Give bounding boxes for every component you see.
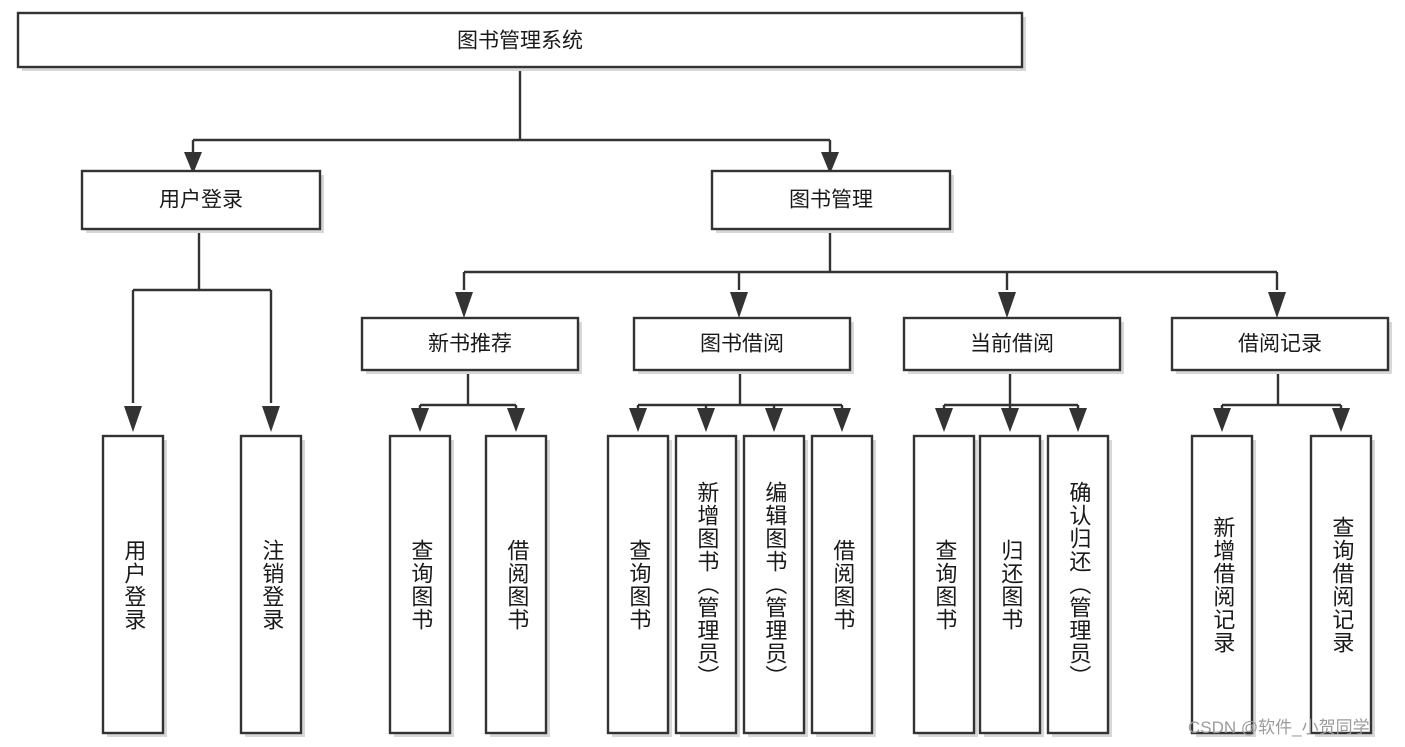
level2-node-box-book-manage[interactable]	[710, 169, 952, 231]
arrow-to-leaf-query-book-3	[935, 408, 953, 432]
level2-node-box-user-login[interactable]	[80, 169, 322, 231]
leaf-node-box-add-book[interactable]	[674, 434, 738, 735]
level3-node-label-new-book-recommend: 新书推荐	[428, 333, 512, 356]
arrow-to-borrow-record	[1268, 292, 1286, 318]
arrow-to-book-manage	[821, 152, 839, 174]
level3-node-label-current-borrow: 当前借阅	[970, 333, 1054, 356]
connector-bookmanage-bus	[462, 233, 1279, 290]
arrow-to-leaf-user-login	[124, 406, 142, 432]
connector-layer	[124, 68, 1350, 432]
connector-borrow-bus	[636, 372, 844, 412]
connector-recommend-bus	[418, 372, 518, 412]
leaf-node-box-query-book-2[interactable]	[606, 434, 670, 735]
watermark-text: CSDN @软件_小贺同学	[1188, 718, 1370, 737]
leaf-node-box-add-record[interactable]	[1190, 434, 1254, 735]
level3-node-label-book-borrow: 图书借阅	[700, 333, 784, 356]
arrow-to-leaf-add-book	[697, 408, 715, 432]
leaf-node-box-confirm-return[interactable]	[1046, 434, 1110, 735]
level2-node-label-user-login: 用户登录	[159, 189, 243, 212]
arrow-to-leaf-query-record	[1332, 408, 1350, 432]
arrow-to-leaf-add-record	[1213, 408, 1231, 432]
leaf-node-box-query-book-1[interactable]	[388, 434, 452, 735]
level3-node-box-new-book-recommend[interactable]	[360, 316, 580, 372]
root-node-label: 图书管理系统	[457, 30, 583, 53]
connector-root-bus	[191, 68, 832, 160]
arrow-to-leaf-edit-book	[765, 408, 783, 432]
leaf-node-box-logout[interactable]	[239, 434, 303, 735]
leaf-node-box-query-record[interactable]	[1309, 434, 1373, 735]
arrow-to-leaf-query-book-1	[411, 408, 429, 432]
leaf-node-box-borrow-book-2[interactable]	[810, 434, 874, 735]
level3-node-box-borrow-record[interactable]	[1170, 316, 1390, 372]
node-layer: 图书管理系统 用户登录 图书管理 新书推荐 图书借阅 当前借阅	[16, 11, 1392, 737]
level3-node-label-borrow-record: 借阅记录	[1238, 333, 1322, 356]
arrow-to-leaf-return-book	[1001, 408, 1019, 432]
connector-userlogin-bus	[131, 233, 273, 403]
arrow-to-new-book-recommend	[455, 292, 473, 318]
root-node-box[interactable]	[16, 11, 1024, 69]
level3-node-box-current-borrow[interactable]	[902, 316, 1122, 372]
leaf-node-box-query-book-3[interactable]	[912, 434, 976, 735]
arrow-to-book-borrow	[730, 292, 748, 318]
arrow-to-current-borrow	[998, 292, 1016, 318]
arrow-to-leaf-logout	[262, 406, 280, 432]
connector-current-bus	[942, 372, 1080, 412]
arrow-to-leaf-confirm-return	[1069, 408, 1087, 432]
arrow-to-user-login	[184, 152, 202, 174]
arrow-to-leaf-borrow-book-2	[833, 408, 851, 432]
leaf-node-box-edit-book[interactable]	[742, 434, 806, 735]
level2-node-label-book-manage: 图书管理	[789, 189, 873, 212]
arrow-to-leaf-query-book-2	[629, 408, 647, 432]
leaf-node-box-borrow-book-1[interactable]	[484, 434, 548, 735]
leaf-node-box-return-book[interactable]	[978, 434, 1042, 735]
level3-node-box-book-borrow[interactable]	[632, 316, 852, 372]
arrow-to-leaf-borrow-book-1	[507, 408, 525, 432]
leaf-node-box-user-login[interactable]	[101, 434, 165, 735]
connector-record-bus	[1220, 372, 1343, 412]
